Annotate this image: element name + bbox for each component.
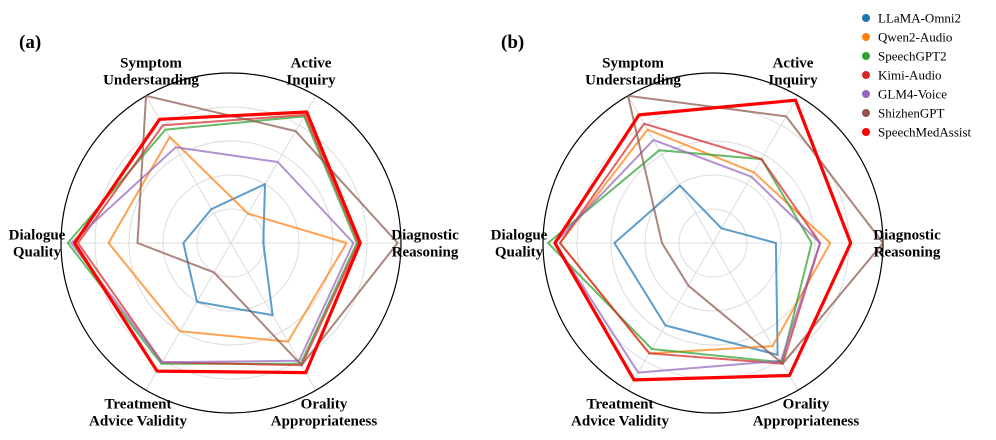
series-speechmedassist [553, 98, 853, 382]
axis-label-line: Advice Validity [571, 414, 669, 430]
legend-marker [862, 14, 870, 22]
axis-label-line: Orality [783, 397, 830, 413]
axis-label-line: Orality [301, 397, 348, 413]
series-glm4-voice [553, 138, 822, 374]
series-speechmedassist [72, 110, 362, 375]
axis-label-line: Active [291, 55, 332, 71]
legend-label: GLM4-Voice [878, 87, 947, 102]
panel-label: (b) [501, 32, 524, 53]
axis-label-line: Inquiry [286, 72, 336, 88]
axis-label-line: Diagnostic [873, 228, 941, 244]
legend-marker [862, 52, 870, 60]
panel-label: (a) [19, 32, 41, 53]
series-glm4-voice [70, 146, 355, 364]
legend-label: Kimi-Audio [878, 68, 942, 83]
axis-label-line: Active [773, 55, 814, 71]
axis-label-line: Reasoning [392, 245, 459, 261]
axis-spoke [627, 242, 714, 391]
legend-marker [862, 128, 870, 136]
outer-frame [60, 72, 402, 414]
axis-label-line: Quality [495, 245, 544, 261]
series-speechgpt2 [547, 149, 813, 364]
legend-label: ShizhenGPT [878, 106, 945, 121]
axis-label-line: Quality [13, 245, 62, 261]
legend-label: Qwen2-Audio [878, 30, 952, 45]
legend-label: SpeechGPT2 [878, 49, 947, 64]
legend: LLaMA-Omni2Qwen2-AudioSpeechGPT2Kimi-Aud… [862, 11, 972, 140]
legend-marker [862, 109, 870, 117]
legend-marker [862, 33, 870, 41]
legend-label: LLaMA-Omni2 [878, 11, 961, 26]
axis-label-line: Treatment [587, 397, 654, 413]
axis-label-line: Reasoning [874, 245, 941, 261]
series-llama-omni2 [182, 183, 274, 317]
axis-label-line: Appropriateness [753, 414, 860, 430]
axis-label-line: Appropriateness [271, 414, 378, 430]
axis-label-line: Dialogue [491, 228, 548, 244]
series-shizhengpt [627, 94, 884, 365]
legend-marker [862, 90, 870, 98]
series-qwen2-audio [107, 136, 348, 343]
axis-label-line: Understanding [103, 72, 199, 88]
axis-spoke [230, 95, 317, 244]
axis-spoke [712, 95, 799, 244]
axis-label-line: Understanding [585, 72, 681, 88]
series-speechgpt2 [66, 115, 358, 365]
axis-label-line: Treatment [105, 397, 172, 413]
axis-label-line: Symptom [602, 55, 664, 71]
axis-label-line: Diagnostic [391, 228, 459, 244]
series-llama-omni2 [613, 184, 779, 356]
axis-label-line: Inquiry [768, 72, 818, 88]
axis-spoke [627, 95, 714, 244]
series-shizhengpt [136, 94, 399, 367]
axis-spoke [145, 242, 232, 391]
axis-label-line: Symptom [120, 55, 182, 71]
legend-marker [862, 71, 870, 79]
axis-label-line: Advice Validity [89, 414, 187, 430]
axis-label-line: Dialogue [9, 228, 66, 244]
legend-label: SpeechMedAssist [878, 125, 972, 140]
axis-spoke [712, 242, 799, 391]
